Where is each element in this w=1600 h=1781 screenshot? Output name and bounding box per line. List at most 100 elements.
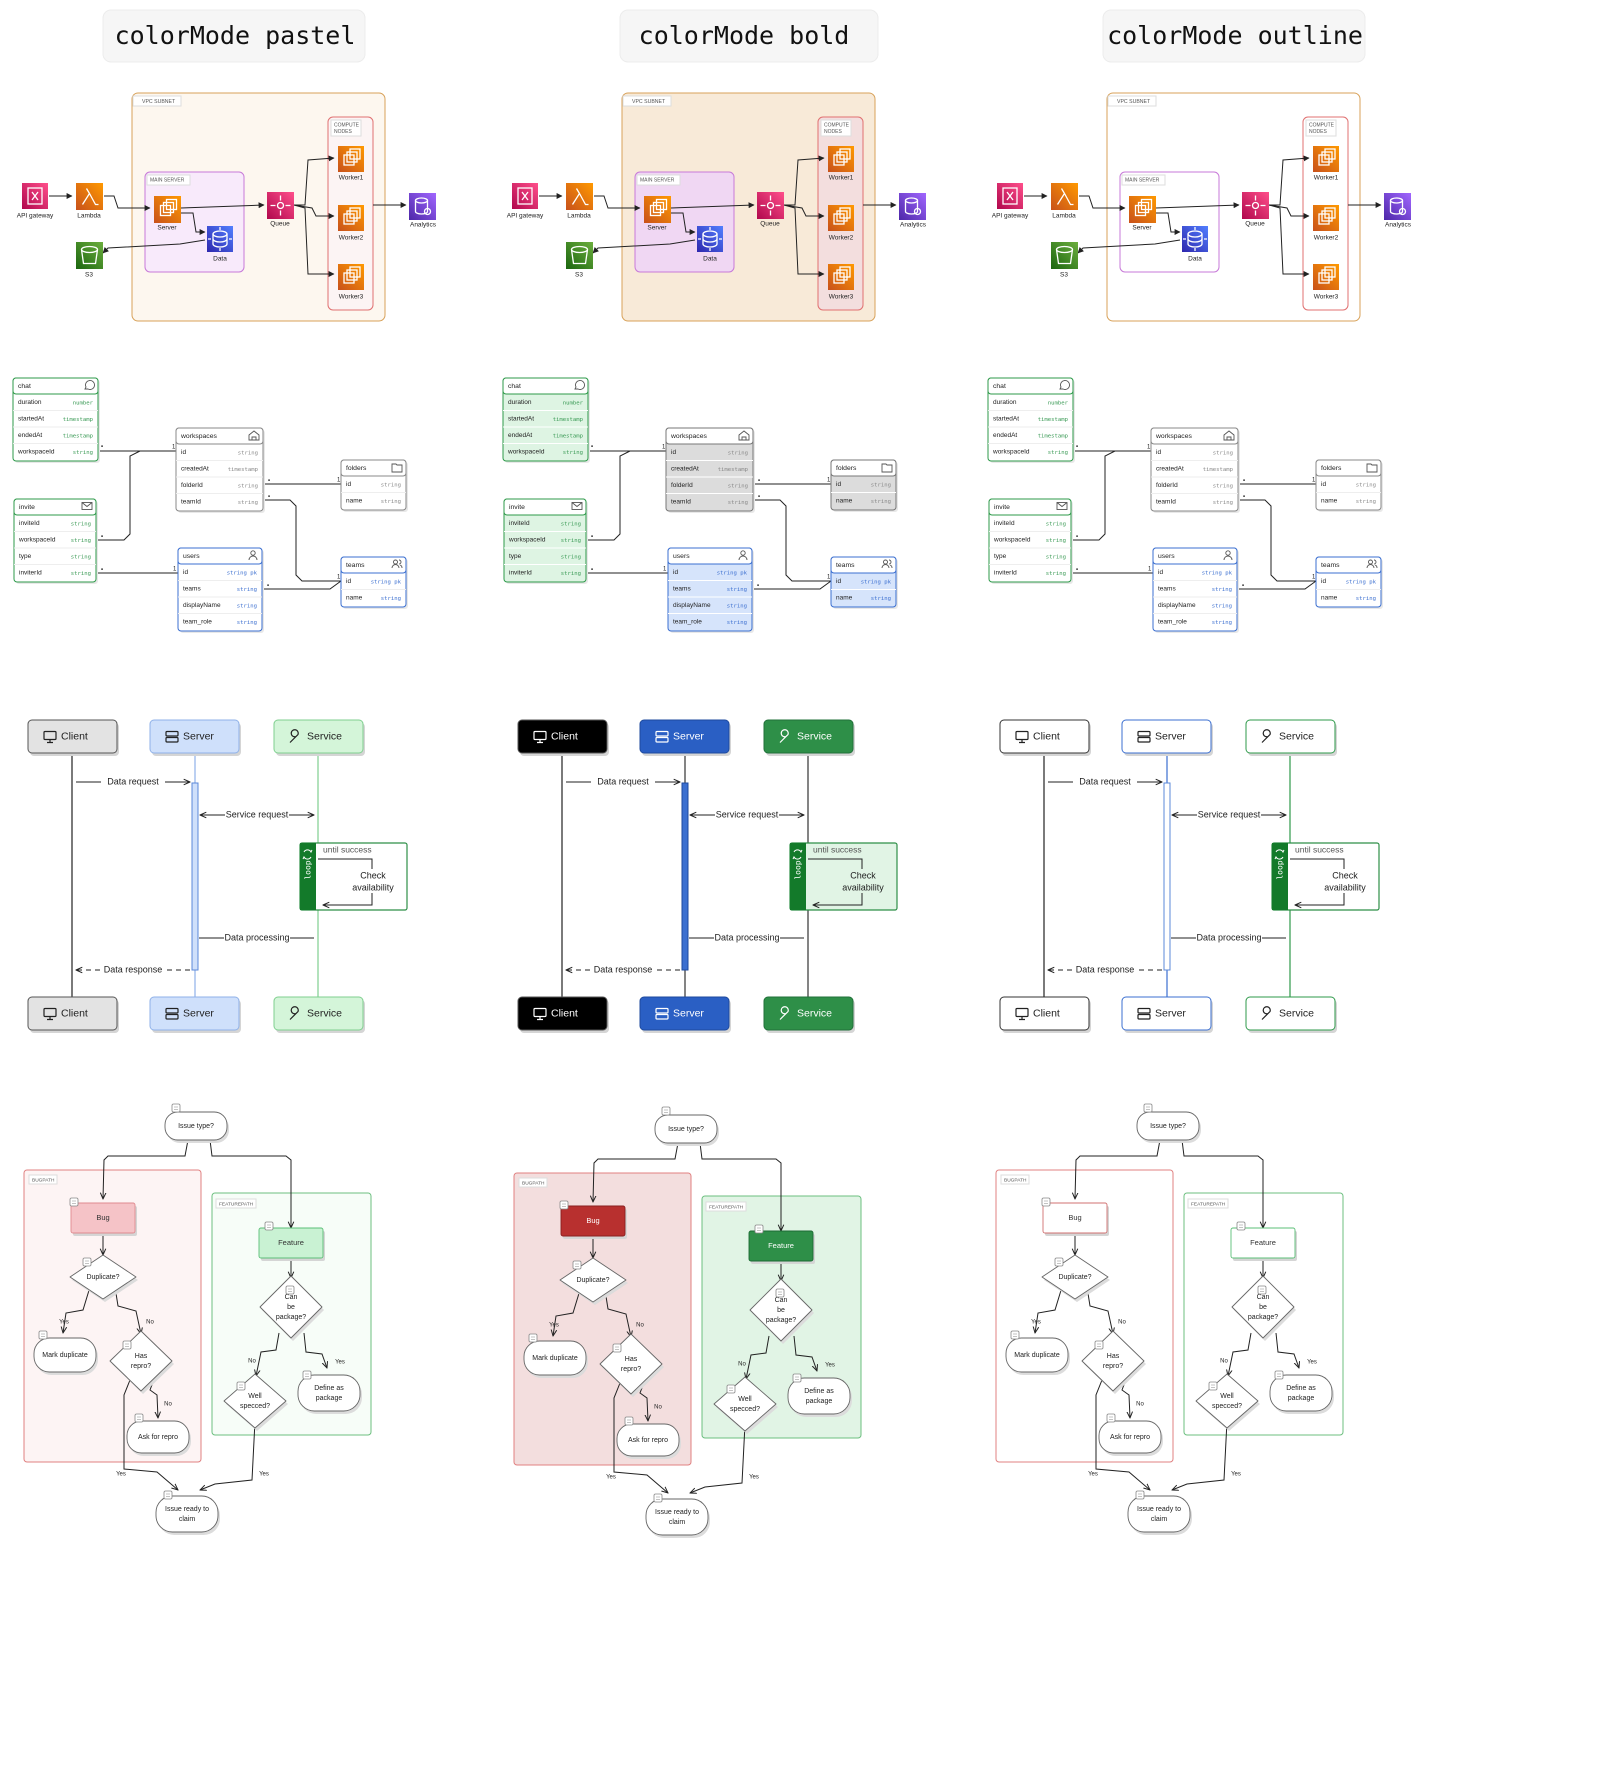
field-type: string <box>728 484 748 490</box>
table-header <box>1152 547 1238 565</box>
loop-icon <box>125 1343 129 1347</box>
data-request-label: Data request <box>597 776 649 786</box>
compute-label: COMPUTE <box>334 122 360 128</box>
node-text: Issue type? <box>178 1123 214 1130</box>
db-glyph <box>208 227 232 251</box>
server-icon <box>165 730 179 737</box>
start-node: Issue type? <box>1136 1103 1201 1143</box>
cardinality-marker: 1 <box>1148 567 1152 573</box>
worker3-label: Worker3 <box>1314 294 1339 301</box>
analytics-label: Analytics <box>410 222 437 229</box>
node-text: specced? <box>240 1403 270 1410</box>
actor-box <box>273 996 364 1031</box>
field-type: string <box>1046 538 1066 544</box>
mail-icon <box>1056 502 1068 508</box>
actor-client-bottom: Client <box>999 996 1091 1033</box>
node-text: Duplicate? <box>576 1277 609 1284</box>
field-name: name <box>1321 595 1338 602</box>
api-glyph <box>521 191 529 201</box>
subnet-label: VPC SUBNET <box>142 99 176 105</box>
check-icon <box>239 1384 243 1388</box>
queue-glyph <box>760 195 781 216</box>
loop-tab <box>1272 843 1288 910</box>
field-name: workspaceId <box>508 537 546 544</box>
cardinality-marker: • <box>1243 479 1245 485</box>
analytics-glyph <box>913 207 922 216</box>
branch-yes-label: Yes <box>749 1475 759 1481</box>
compute-glyph <box>343 154 355 166</box>
field-name: id <box>1156 449 1161 456</box>
actor-server-bottom: Server <box>639 996 731 1033</box>
node-text: Ask for repro <box>1110 1434 1150 1441</box>
loop-icon <box>624 1416 634 1426</box>
data-response-label-bg <box>591 963 655 977</box>
field-type: string <box>1213 451 1233 457</box>
featurepath-label: FEATUREPATH <box>219 1201 254 1207</box>
db-icon <box>697 226 723 252</box>
cardinality-marker: • <box>268 495 270 501</box>
field-type: string <box>1356 483 1376 489</box>
compute-glyph <box>833 272 845 284</box>
home-icon <box>248 430 260 441</box>
service-request-label-bg <box>225 808 289 822</box>
sparkle-icon <box>757 1227 761 1231</box>
field-name: id <box>671 449 676 456</box>
table-header <box>665 427 754 445</box>
repro-yes <box>613 1382 668 1493</box>
compute-glyph <box>839 266 851 278</box>
data-request-label-bg <box>101 775 165 789</box>
actor-server-top: Server <box>639 719 731 756</box>
home-icon <box>1223 430 1235 441</box>
field-name: folderId <box>671 482 693 489</box>
actor-label: Server <box>673 1007 704 1019</box>
compute-glyph <box>343 213 355 225</box>
server-label: Server <box>157 225 177 232</box>
data-label: Data <box>703 256 717 263</box>
node-text: package? <box>766 1317 796 1324</box>
user-icon <box>1225 550 1231 556</box>
branch-yes-label: Yes <box>1307 1360 1317 1366</box>
duplicate-no <box>114 1286 141 1334</box>
field-name: workspaceId <box>992 449 1030 456</box>
server-activation-bar <box>681 782 689 971</box>
check-icon <box>1211 1384 1215 1388</box>
node-text: repro? <box>131 1363 151 1370</box>
connector <box>592 239 696 254</box>
compute-glyph <box>1318 272 1330 284</box>
compute-glyph <box>839 148 851 160</box>
main-server-label: MAIN SERVER <box>640 177 675 183</box>
field-name: inviteId <box>19 520 40 527</box>
field-name: startedAt <box>18 416 44 423</box>
field-type: string pk <box>1202 571 1233 577</box>
table-name: workspaces <box>670 433 707 440</box>
data-processing-label-bg <box>714 931 780 945</box>
node-text: be <box>287 1304 295 1311</box>
worker1-label: Worker1 <box>829 175 854 182</box>
specced-yes <box>200 1420 256 1490</box>
compute-glyph <box>346 151 358 163</box>
server-label: Server <box>647 225 667 232</box>
lambda-label: Lambda <box>77 213 101 220</box>
ask-repro-node: Ask for repro <box>126 1413 191 1456</box>
field-name: name <box>346 498 363 505</box>
field-name: createdAt <box>181 466 209 473</box>
node-shape <box>560 1205 626 1237</box>
field-type: string <box>238 451 258 457</box>
decision-shape <box>1231 1275 1295 1339</box>
copy-icon <box>572 1260 582 1270</box>
node-shape <box>1136 1111 1200 1141</box>
queue-glyph <box>1251 201 1260 210</box>
data-label: Data <box>1188 256 1202 263</box>
node-text: Has <box>625 1356 638 1363</box>
node-text: Mark duplicate <box>532 1355 578 1362</box>
copy-icon <box>1054 1257 1064 1267</box>
actor-box <box>149 996 240 1031</box>
actor-label: Client <box>61 730 88 742</box>
loop-icon <box>302 849 313 860</box>
